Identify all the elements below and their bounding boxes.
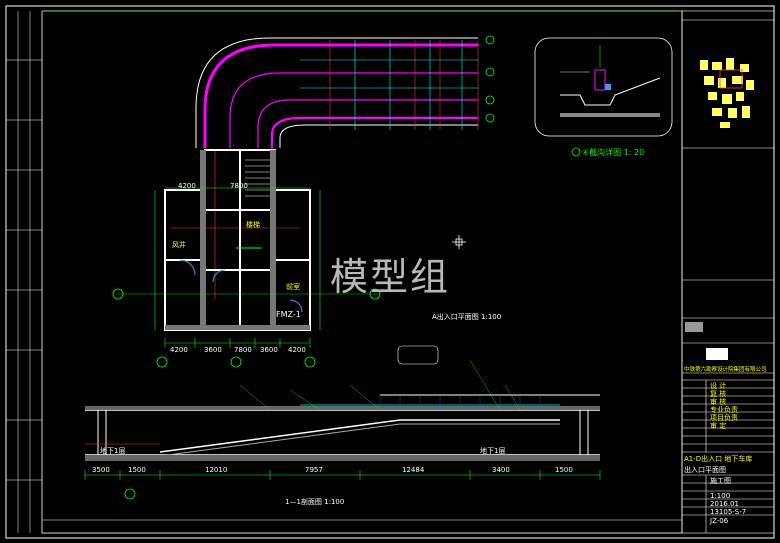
- section-dim-3: 12010: [205, 466, 228, 474]
- tb-row-5: 审 定: [710, 422, 727, 430]
- room-label-3: 前室: [286, 283, 300, 291]
- section-dim-2: 1500: [128, 466, 146, 474]
- plan-dim-left: 4200: [178, 182, 196, 190]
- plan-building-walls: [164, 149, 311, 331]
- room-label-1: 风井: [172, 241, 186, 249]
- section-leader-lines: [239, 359, 521, 411]
- plan-dim-3: 7800: [234, 346, 252, 354]
- section-dim-6: 3400: [492, 466, 510, 474]
- tb-stage: 施工图: [710, 477, 731, 485]
- plan-stair-lines: [245, 159, 270, 197]
- plan-dim-1: 4200: [170, 346, 188, 354]
- tb-date: 2016.01: [710, 500, 739, 508]
- left-border-strip: [6, 11, 42, 533]
- detail-panel: [534, 37, 673, 157]
- section-grid: [379, 395, 541, 410]
- watermark-text: 模型组: [330, 255, 451, 299]
- section-dim-5: 12484: [402, 466, 425, 474]
- gmp-logo: [685, 322, 703, 332]
- key-plan-outline: [719, 69, 743, 89]
- cad-cursor: [452, 235, 466, 249]
- section-dim-7: 1500: [555, 466, 573, 474]
- plan-dim-5: 4200: [288, 346, 306, 354]
- axis-bubbles: [112, 35, 495, 500]
- tb-scale: 1:100: [710, 492, 731, 500]
- title-block: [681, 10, 775, 534]
- detail-title: ④截沟详图 1: 20: [582, 148, 645, 157]
- plan-title: A出入口平面图 1:100: [432, 313, 502, 321]
- plan-dimensions: [154, 187, 321, 348]
- section-dim-1: 3500: [92, 466, 110, 474]
- tb-row-0: 设 计: [710, 382, 727, 390]
- plan-cyan-lines: [300, 40, 478, 130]
- tb-row-3: 专业负责: [710, 406, 738, 414]
- tb-project: A1-D出入口 地下车库: [684, 455, 753, 463]
- door-label: FMZ-1: [276, 310, 301, 319]
- company-logo: [706, 348, 728, 360]
- section-dim-4: 7957: [305, 466, 323, 474]
- plan-dim-2: 3600: [204, 346, 222, 354]
- plan-hatched-walls: [165, 150, 310, 330]
- section-label-right: 地下1层: [480, 447, 506, 455]
- tb-row-1: 复 核: [710, 390, 727, 398]
- section-dimensions: [84, 470, 601, 480]
- tb-sheet-no: 13105-S-7: [710, 508, 747, 516]
- tb-drawing-no: JZ-06: [710, 517, 729, 525]
- section-hatch: [85, 406, 600, 461]
- plan-curved-corridor: [195, 37, 478, 148]
- plan-dim-4: 3600: [260, 346, 278, 354]
- tb-company: 中铁第六勘察设计院集团有限公司: [684, 367, 767, 373]
- section-label-left: 地下1层: [100, 447, 126, 455]
- section-structure: [85, 394, 600, 457]
- tb-drawing-name: 出入口平面图: [684, 466, 726, 474]
- plan-dim-side: 7800: [230, 182, 248, 190]
- room-label-2: 楼梯: [246, 221, 260, 229]
- section-title: 1—1剖面图 1:100: [285, 498, 345, 506]
- tb-row-2: 审 核: [710, 398, 727, 406]
- section-annotation-box: [397, 345, 439, 365]
- key-plan: [700, 58, 754, 128]
- plan-doors: [179, 247, 303, 313]
- tb-row-4: 项目负责: [710, 414, 738, 422]
